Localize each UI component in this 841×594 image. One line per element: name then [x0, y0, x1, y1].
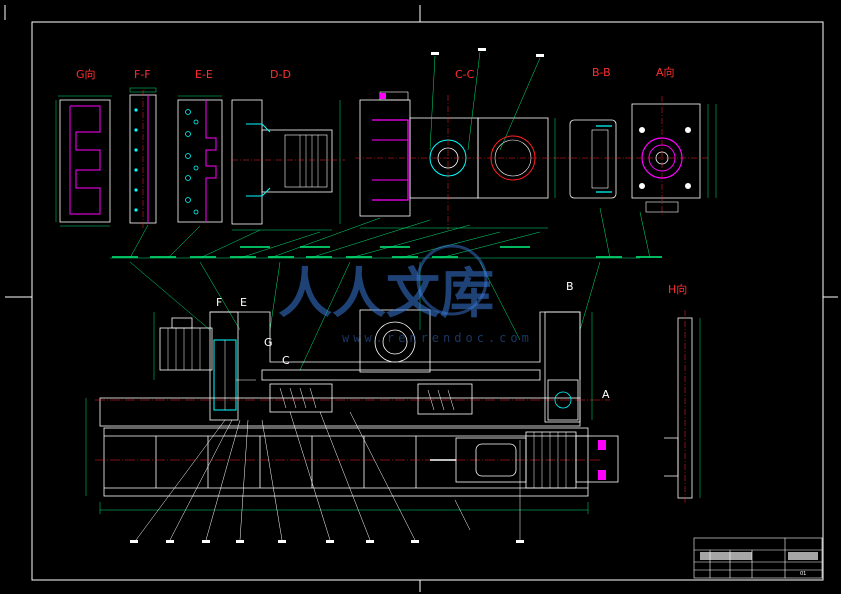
- section-mark-a: A: [602, 388, 610, 401]
- view-label-a: A向: [656, 65, 675, 79]
- main-dimensions: [85, 312, 593, 514]
- drawing-number: 01: [800, 571, 806, 577]
- title-block: [693, 537, 823, 579]
- view-label-ff: F-F: [134, 68, 151, 81]
- section-mark-c: C: [282, 354, 290, 367]
- machine-base: [103, 427, 589, 497]
- view-ff-drawing: [129, 87, 157, 228]
- view-h-drawing: [664, 310, 701, 505]
- bottom-leaders: [135, 411, 521, 541]
- view-label-ee: E-E: [195, 68, 213, 81]
- right-support: [547, 379, 579, 421]
- view-ee-drawing: [177, 95, 223, 223]
- main-assembly-upper: [209, 309, 581, 423]
- left-motor: [159, 317, 213, 371]
- section-mark-b: B: [566, 280, 574, 293]
- view-bb-drawing: [560, 119, 625, 199]
- view-label-h: H向: [668, 282, 687, 296]
- spindle-head: [430, 431, 619, 489]
- leader-tags: [112, 246, 662, 258]
- chuck-jaws: [598, 440, 606, 480]
- watermark-sub: www.renrendoc.com: [342, 331, 533, 345]
- section-marks: A B C E F G: [216, 280, 610, 401]
- view-label-cc: C-C: [455, 68, 475, 81]
- watermark: 人人文库 www.renrendoc.com: [278, 244, 533, 345]
- view-cc-drawing: [355, 91, 560, 230]
- section-mark-g: G: [264, 336, 273, 349]
- view-a-drawing: [625, 96, 717, 215]
- gear-train-left: [213, 339, 256, 411]
- balloon-tags: [130, 48, 544, 543]
- section-mark-f: F: [216, 296, 222, 309]
- view-label-bb: B-B: [592, 66, 611, 79]
- view-g-drawing: [55, 95, 112, 227]
- view-label-g: G向: [76, 67, 96, 81]
- view-dd-drawing: [231, 99, 345, 231]
- sheet-frame: [4, 5, 838, 592]
- section-mark-e: E: [240, 296, 247, 309]
- view-label-dd: D-D: [270, 68, 291, 81]
- watermark-main: 人人文库: [278, 261, 494, 325]
- main-assembly-lower: [99, 383, 581, 427]
